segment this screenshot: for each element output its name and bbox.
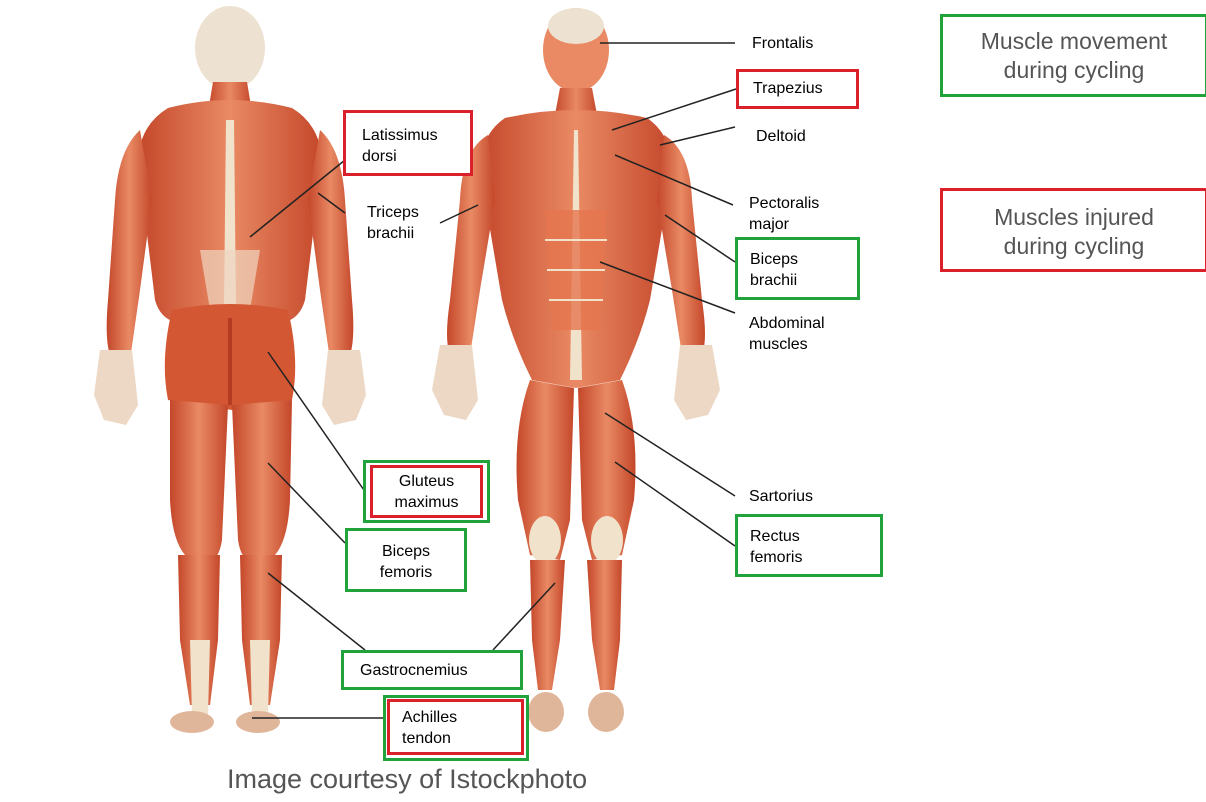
label-frontalis: Frontalis [752, 33, 813, 54]
label-rectus-line1: Rectus [750, 526, 880, 547]
label-biceps-femoris-line2: femoris [348, 562, 464, 583]
label-latissimus-line2: dorsi [362, 146, 470, 167]
label-box-gluteus-maximus: Gluteus maximus [370, 465, 483, 518]
back-view-figure [94, 6, 366, 733]
label-box-achilles-tendon: Achilles tendon [387, 699, 524, 755]
label-latissimus-line1: Latissimus [362, 125, 470, 146]
label-rectus-line2: femoris [750, 547, 880, 568]
label-pectoralis-line1: Pectoralis [749, 193, 819, 214]
label-box-biceps-femoris: Biceps femoris [345, 528, 467, 592]
label-gluteus-line2: maximus [373, 492, 480, 513]
label-pectoralis-major: Pectoralis major [749, 193, 819, 235]
legend-injured-box: Muscles injured during cycling [940, 188, 1206, 272]
label-triceps-line2: brachii [367, 223, 419, 244]
label-triceps-brachii: Triceps brachii [367, 202, 419, 244]
label-biceps-brachii-line1: Biceps [750, 249, 857, 270]
label-trapezius: Trapezius [753, 78, 856, 99]
legend-injured-text: Muscles injured during cycling [943, 203, 1205, 261]
label-triceps-line1: Triceps [367, 202, 419, 223]
label-abdominal-line2: muscles [749, 334, 825, 355]
label-abdominal-line1: Abdominal [749, 313, 825, 334]
label-deltoid: Deltoid [756, 126, 806, 147]
label-box-gastrocnemius: Gastrocnemius [341, 650, 523, 690]
front-view-figure [432, 8, 720, 732]
label-biceps-femoris: Biceps femoris [348, 541, 464, 583]
label-achilles-line1: Achilles [402, 707, 521, 728]
leader-trapezius [612, 89, 736, 130]
label-box-rectus-femoris: Rectus femoris [735, 514, 883, 577]
label-latissimus-dorsi: Latissimus dorsi [362, 125, 470, 167]
label-biceps-brachii: Biceps brachii [750, 249, 857, 291]
image-credit: Image courtesy of Istockphoto [227, 764, 587, 795]
label-box-biceps-brachii: Biceps brachii [735, 237, 860, 300]
label-gastrocnemius: Gastrocnemius [360, 660, 520, 681]
label-achilles-tendon: Achilles tendon [402, 707, 521, 749]
label-biceps-femoris-line1: Biceps [348, 541, 464, 562]
legend-movement-box: Muscle movement during cycling [940, 14, 1206, 97]
label-achilles-line2: tendon [402, 728, 521, 749]
leader-deltoid [660, 127, 735, 145]
label-pectoralis-line2: major [749, 214, 819, 235]
label-rectus-femoris: Rectus femoris [750, 526, 880, 568]
label-box-trapezius: Trapezius [736, 69, 859, 109]
label-gluteus-line1: Gluteus [373, 471, 480, 492]
label-gluteus-maximus: Gluteus maximus [373, 471, 480, 513]
label-abdominal-muscles: Abdominal muscles [749, 313, 825, 355]
label-sartorius: Sartorius [749, 486, 813, 507]
legend-movement-text: Muscle movement during cycling [943, 27, 1205, 85]
label-biceps-brachii-line2: brachii [750, 270, 857, 291]
label-box-latissimus-dorsi: Latissimus dorsi [343, 110, 473, 176]
